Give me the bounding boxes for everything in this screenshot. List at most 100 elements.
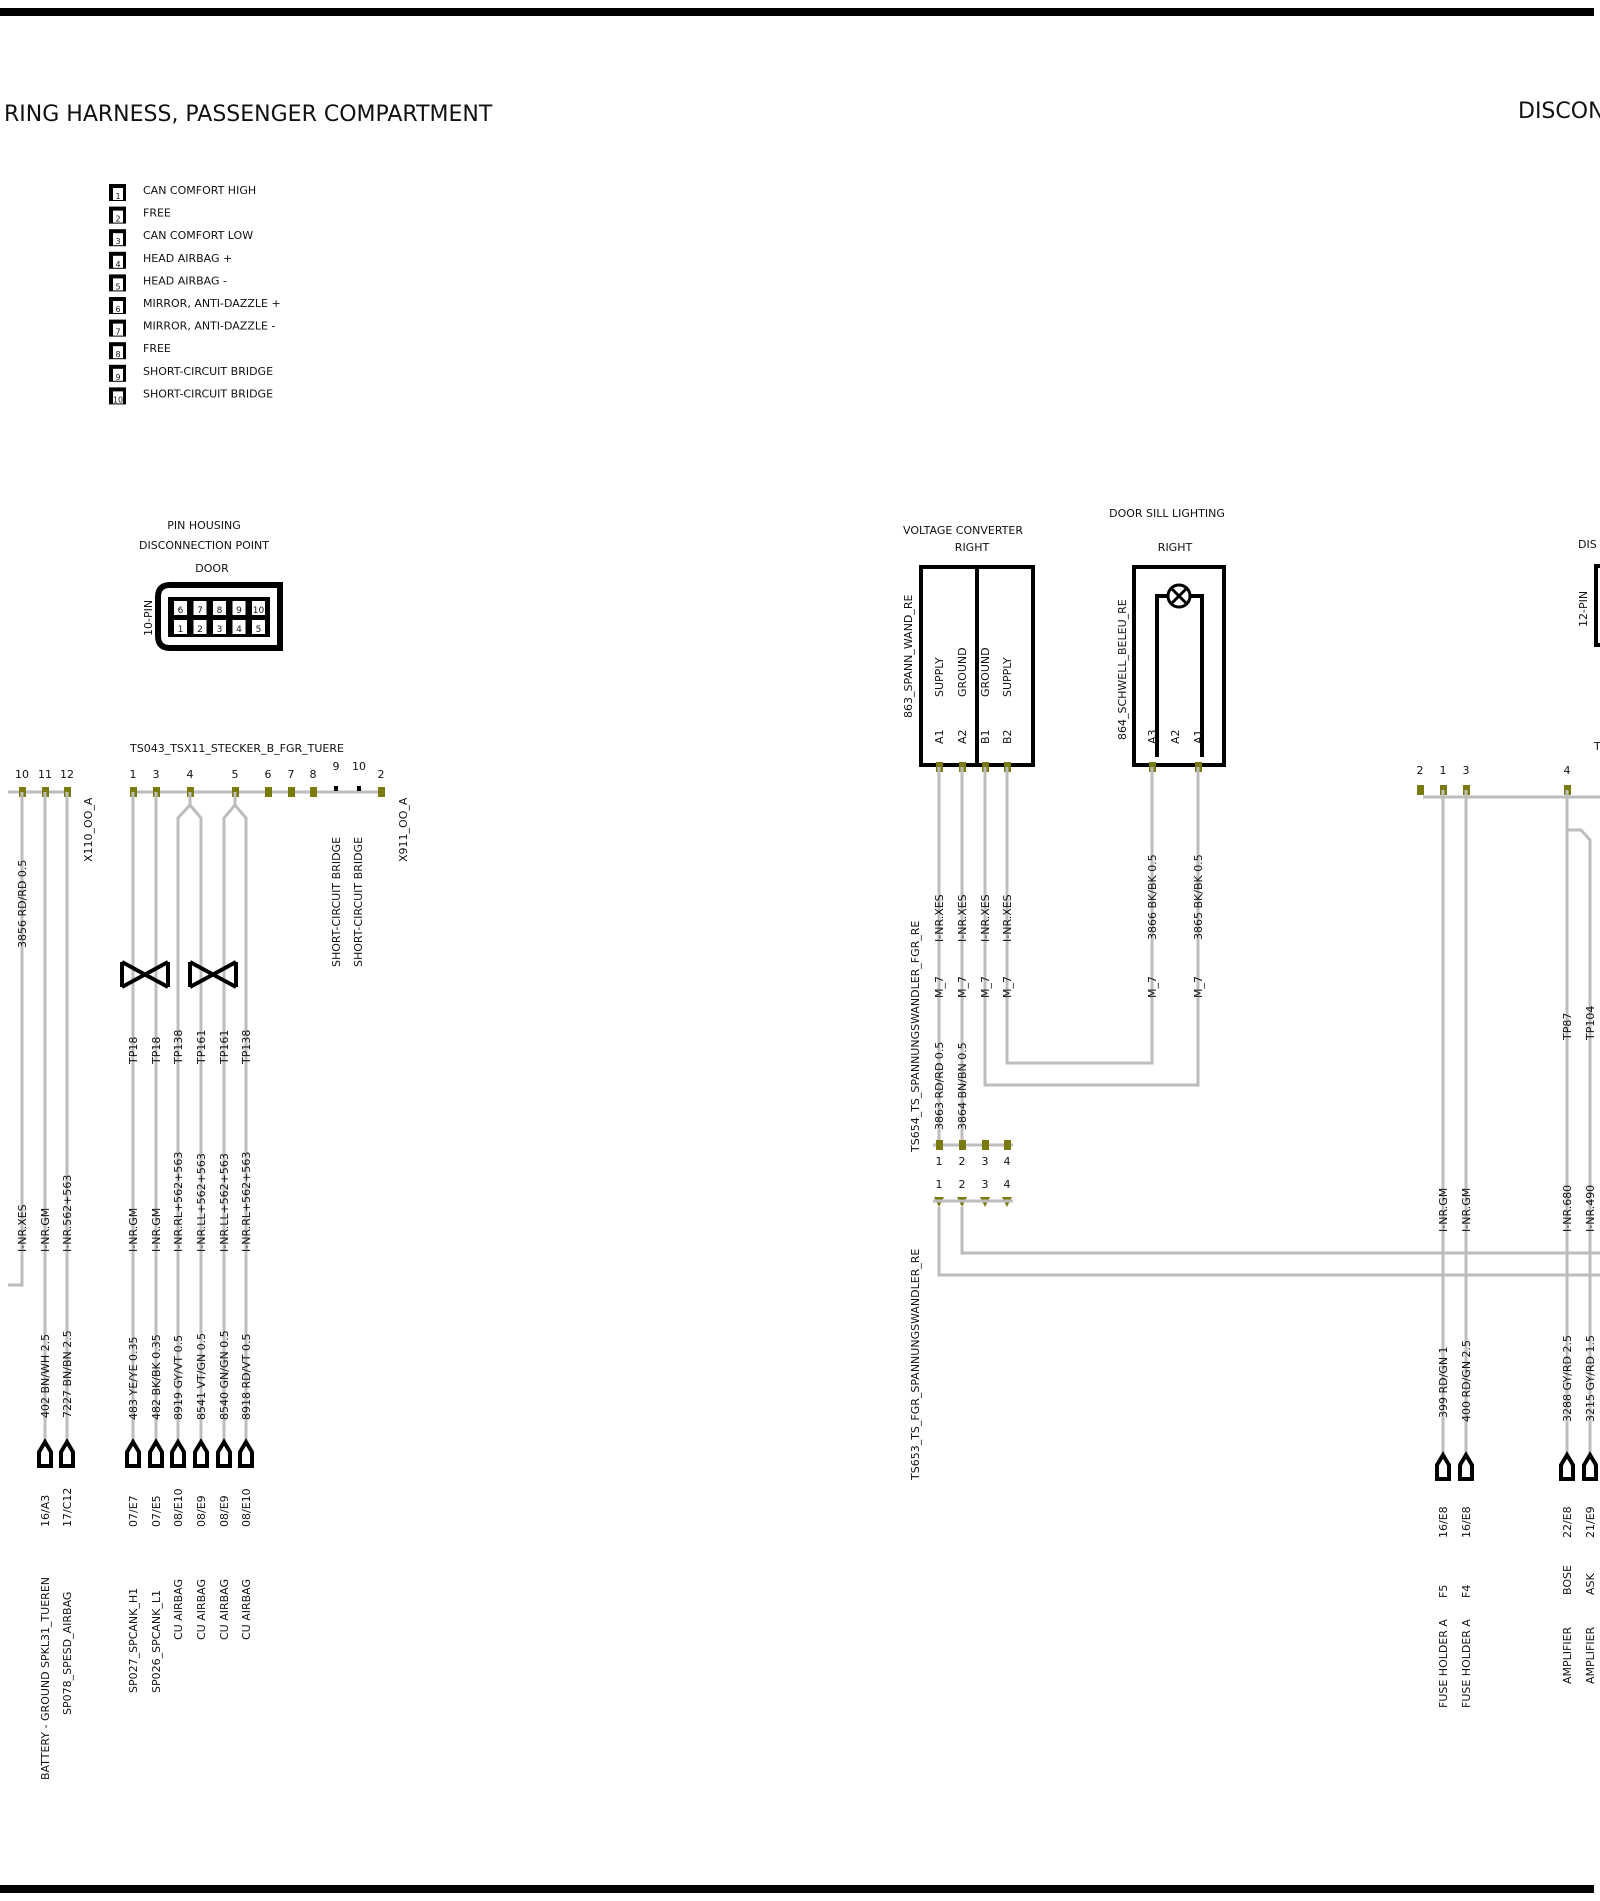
wire-label-mid: I-NR.GM <box>150 1208 163 1252</box>
splice-lower-number: 1 <box>936 1178 943 1191</box>
vc-wire-xes: I-NR.XES <box>1001 894 1014 942</box>
wire-location: 07/E7 <box>127 1495 140 1527</box>
wire-location: 08/E10 <box>240 1488 253 1527</box>
splice-upper-number: 3 <box>982 1155 989 1168</box>
pin-housing-count: 10-PIN <box>142 600 155 636</box>
housing-pin-number: 8 <box>217 606 223 616</box>
wire-destination: CU AIRBAG <box>172 1579 185 1640</box>
wire-test-point: TP161 <box>195 1030 208 1065</box>
wire-ts653-2 <box>960 1207 1600 1255</box>
ds-pin-label: A2 <box>1169 729 1182 744</box>
legend-pin-number: 9 <box>115 373 120 382</box>
wire-label-mid: I-NR.RL+562+563 <box>240 1152 253 1252</box>
connector-pin-number: 8 <box>310 768 317 781</box>
wire-label-bottom: 8541 VT/GN 0.5 <box>195 1333 208 1420</box>
legend-pin-number: 3 <box>115 237 120 246</box>
bridge-pin <box>334 786 338 791</box>
wire-destination: SP027_SPCANK_H1 <box>127 1588 140 1693</box>
legend-pin-number: 4 <box>115 260 120 269</box>
wire-location: 08/E9 <box>195 1495 208 1527</box>
vc-wire-xes: I-NR.XES <box>956 894 969 942</box>
vc-wire-m7: M_7 <box>933 976 946 998</box>
right-wire-bottom: 3288 GY/RD 2.5 <box>1561 1335 1574 1422</box>
vc-wire-m7: M_7 <box>956 976 969 998</box>
legend-label: FREE <box>143 342 171 355</box>
legend-pin-number: 6 <box>115 305 120 314</box>
terminal-icon <box>148 1438 164 1468</box>
right-wire-mid: I-NR.GM <box>1437 1188 1450 1232</box>
ds-pin-label: A1 <box>1192 729 1205 744</box>
connector-pin-number: 10 <box>15 768 29 781</box>
twisted-pair-icon <box>188 960 238 989</box>
wire-label-mid: I-NR.LL+562+563 <box>218 1153 231 1252</box>
wire-location: 17/C12 <box>61 1488 74 1527</box>
wire-ts653-1 <box>937 1207 1600 1277</box>
right-wire-mid: I-NR.490 <box>1584 1185 1597 1232</box>
wire-destination-2: SPKL31_TUEREN <box>39 1577 52 1668</box>
wire-label-bottom: 8919 GY/VT 0.5 <box>172 1335 185 1420</box>
wire-label-top: 3856 RD/RD 0.5 <box>16 860 29 948</box>
wire-destination: CU AIRBAG <box>218 1579 231 1640</box>
terminal-icon <box>1435 1451 1451 1481</box>
wire-right-4 <box>1567 828 1592 1458</box>
wire-left-1 <box>8 792 24 1287</box>
wire-label-mid: I-NR.LL+562+563 <box>195 1153 208 1252</box>
vc-line2: RIGHT <box>955 541 990 554</box>
legend-pin-number: 5 <box>115 282 120 291</box>
wire-label-bottom: 482 BK/BK 0.35 <box>150 1334 163 1420</box>
right-pin-number: 3 <box>1463 764 1470 777</box>
ds-name: 864_SCHWELL_BELEU_RE <box>1116 599 1129 740</box>
terminal-icon <box>1582 1451 1598 1481</box>
housing-pin <box>174 601 187 615</box>
right-wire-location: 16/E8 <box>1460 1506 1473 1538</box>
ds-line1: DOOR SILL LIGHTING <box>1109 507 1225 520</box>
housing-pin-number: 10 <box>253 606 265 616</box>
vc-function-label: SUPPLY <box>1001 657 1014 697</box>
right-wire-location: 21/E9 <box>1584 1506 1597 1538</box>
splice-upper-number: 2 <box>959 1155 966 1168</box>
vc-line1: VOLTAGE CONVERTER <box>903 524 1023 537</box>
legend-pin-inner <box>113 323 123 336</box>
connector-pin-number: 3 <box>153 768 160 781</box>
wire-location: 07/E5 <box>150 1495 163 1527</box>
splice-lower-number: 2 <box>959 1178 966 1191</box>
legend-pin-number: 8 <box>115 350 120 359</box>
terminal-icon <box>59 1438 75 1468</box>
connector-pin <box>288 787 295 797</box>
right-wire-destination: AMPLIFIER <box>1561 1626 1574 1684</box>
legend-pin-number: 10 <box>113 395 123 404</box>
wire-destination: SP026_SPCANK_L1 <box>150 1590 163 1693</box>
ds-box <box>1132 565 1226 767</box>
legend-pin-inner <box>113 368 123 381</box>
housing-pin-number: 2 <box>197 625 203 635</box>
title-right: DISCON <box>1518 99 1600 124</box>
housing-pin-number: 6 <box>178 606 184 616</box>
right-pin <box>1417 785 1424 795</box>
wire-destination: BATTERY - GROUND <box>39 1671 52 1780</box>
connector-pin-number: 11 <box>38 768 52 781</box>
housing-pin <box>252 601 265 615</box>
connector-pin-number: 5 <box>232 768 239 781</box>
right-wire-destination: FUSE HOLDER A <box>1460 1619 1473 1708</box>
vc-wire-xes: I-NR.XES <box>933 894 946 942</box>
splice-upper-pin <box>1004 1140 1011 1150</box>
vc-function-label: GROUND <box>956 647 969 697</box>
vc-pin-label: A1 <box>933 729 946 744</box>
right-pin-number: 1 <box>1440 764 1447 777</box>
terminal-icon <box>1458 1451 1474 1481</box>
wire-test-point: TP161 <box>218 1030 231 1065</box>
legend-label: CAN COMFORT HIGH <box>143 184 256 197</box>
housing-pin <box>213 601 226 615</box>
right-test-point: TP104 <box>1584 1006 1597 1041</box>
housing-pin <box>193 620 207 634</box>
right-connector-outline <box>1594 564 1600 647</box>
ts653-label: TS653_TS_FGR_SPANNUNGSWANDLER_RE <box>909 1249 922 1481</box>
splice-lower-number: 3 <box>982 1178 989 1191</box>
legend-label: MIRROR, ANTI-DAZZLE - <box>143 320 275 333</box>
connector-pin <box>310 787 317 797</box>
housing-pin-number: 9 <box>236 606 242 616</box>
right-connector: DIS 12-PIN T <box>1423 538 1600 799</box>
wire-test-point: TP138 <box>172 1030 185 1065</box>
splice-upper-number: 4 <box>1004 1155 1011 1168</box>
